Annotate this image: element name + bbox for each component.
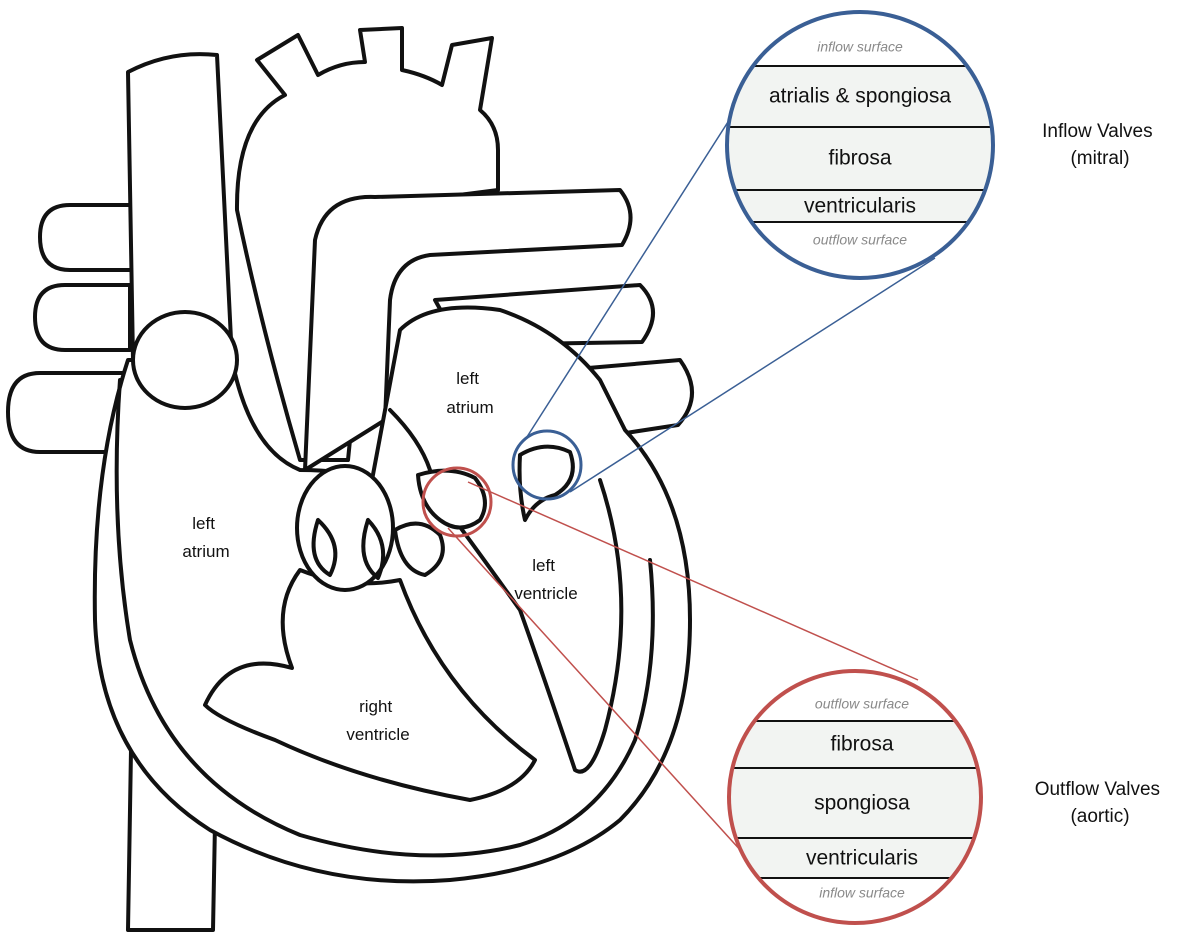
inflow-layer-3: ventricularis [804,195,916,218]
inflow-layer-1: atrialis & spongiosa [769,85,951,108]
inflow-title: Inflow Valves (mitral) [1042,121,1158,169]
outflow-surface-top: outflow surface [815,696,909,712]
outflow-zoom: outflow surface fibrosa spongiosa ventri… [720,671,1000,923]
outflow-surface-bottom: inflow surface [819,885,905,901]
vein-stub-middle [35,285,130,350]
inflow-layer-2: fibrosa [828,147,891,170]
inflow-surface-bottom: outflow surface [813,232,907,248]
inflow-zoom: inflow surface atrialis & spongiosa fibr… [720,12,1000,278]
inflow-surface-top: inflow surface [817,39,903,55]
vena-cava-ring [133,312,237,408]
outflow-layer-2: spongiosa [814,792,910,815]
outflow-title: Outflow Valves (aortic) [1035,779,1166,827]
outflow-layer-1: fibrosa [830,733,893,756]
outflow-layer-3: ventricularis [806,847,918,870]
vein-stub-top [40,205,135,270]
